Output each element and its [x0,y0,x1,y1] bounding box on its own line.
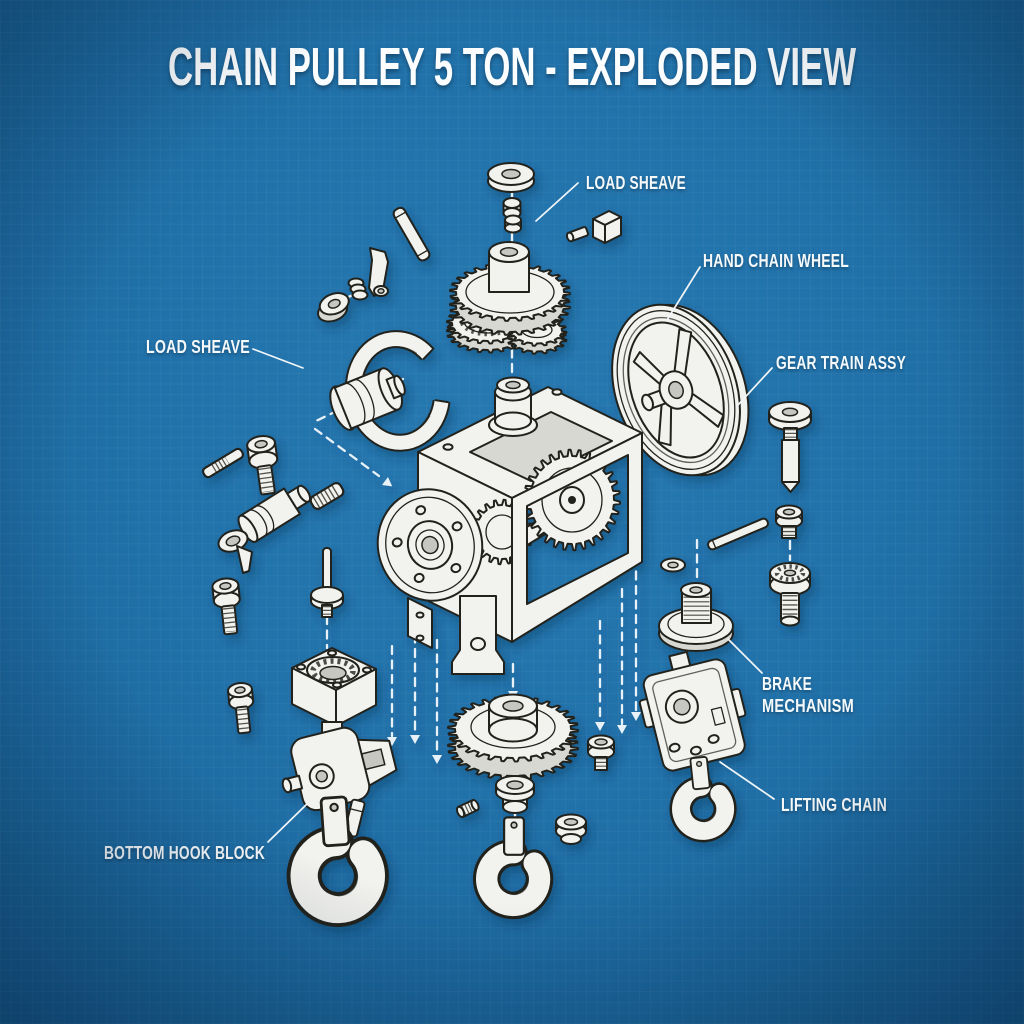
housing-top-cap [488,376,538,437]
page-title: CHAIN PULLEY 5 TON - EXPLODED VIEW [168,37,856,97]
label-gear-train-assy: GEAR TRAIN ASSY [776,352,906,373]
spacer-bushings [502,197,522,234]
label-brake-mechanism-line2: MECHANISM [762,695,854,716]
label-load-sheave-left: LOAD SHEAVE [146,336,250,357]
pawl-lever [368,247,389,297]
flanged-bushing [555,813,587,845]
brake-washer [660,557,686,573]
label-lifting-chain: LIFTING CHAIN [781,794,887,815]
label-load-sheave-top: LOAD SHEAVE [586,172,686,193]
label-brake-mechanism-line1: BRAKE [762,673,812,694]
label-bottom-hook-block: BOTTOM HOOK BLOCK [104,842,265,863]
top-washer [487,162,535,193]
label-hand-chain-wheel: HAND CHAIN WHEEL [703,250,849,271]
